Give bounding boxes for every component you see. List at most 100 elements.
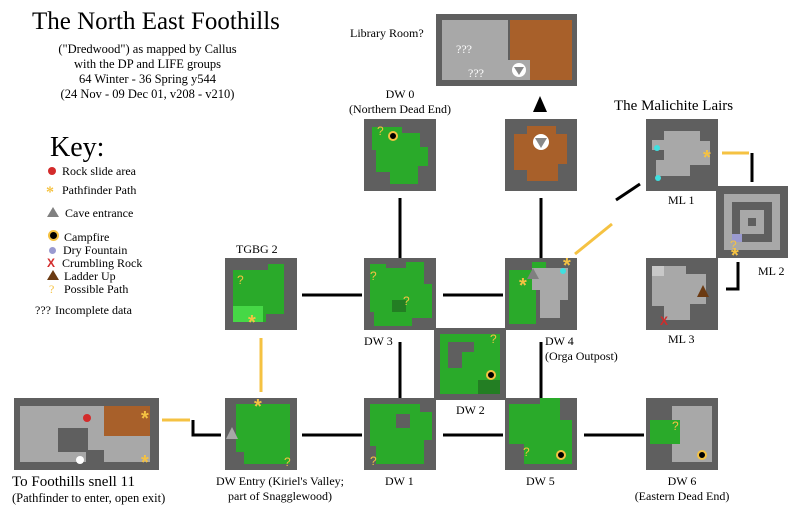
campfire-icon [48,230,59,241]
room-subname: (Orga Outpost) [545,349,618,363]
campfire-icon [697,450,707,460]
key-item: Campfire [48,230,109,245]
room-dw2[interactable] [434,328,506,400]
exit-icon [76,456,84,464]
pathfinder-star-icon: * [46,184,54,201]
room-label-dw2: DW 2 [456,403,485,417]
key-label: Crumbling Rock [62,256,143,270]
room-label-dw6: DW 6 (Eastern Dead End) [622,474,742,504]
room-connectors [191,153,754,437]
room-label-foothills: To Foothills snell 11 (Pathfinder to ent… [12,474,165,506]
key-label: Incomplete data [54,303,132,317]
room-tgbg2[interactable] [225,258,297,330]
key-item: ? Possible Path [49,282,128,297]
key-label: Pathfinder Path [62,183,137,197]
room-ml3[interactable] [646,258,718,330]
room-subname: part of Snagglewood) [228,489,332,503]
dry-fountain-icon [49,247,56,254]
pathfinder-star-icon: * [519,275,527,297]
campfire-icon [388,131,398,141]
room-label-dw4: DW 4 (Orga Outpost) [545,334,635,364]
ladder-up-icon [47,270,59,280]
room-name: To Foothills snell 11 [12,474,135,490]
crumbling-rock-icon: X [47,256,56,270]
room-label-ml1: ML 1 [668,193,695,207]
crumbling-rock-icon: X [660,314,668,328]
pathfinder-connectors [162,151,749,422]
pathfinder-star-icon: * [731,245,739,267]
room-ml2[interactable] [716,186,788,258]
rock-slide-icon [48,167,56,175]
pathfinder-star-icon: * [248,312,256,334]
possible-path-icon: ? [49,282,55,296]
room-subname: (Eastern Dead End) [634,489,730,503]
room-dw1[interactable] [364,398,436,470]
room-name: DW 0 [385,87,415,101]
campfire-icon [486,370,496,380]
key-item: * Pathfinder Path [46,183,136,202]
room-subname: (Pathfinder to enter, open exit) [12,491,166,505]
possible-path-icon: ? [730,238,737,252]
possible-path-icon: ? [403,294,410,308]
key-item: Rock slide area [48,164,136,179]
connector-dw4-ml1-black [615,182,641,202]
up-arrow-icon [533,96,547,112]
key-item: X Crumbling Rock [47,256,142,271]
possible-path-icon: ? [237,273,244,287]
room-ml1[interactable] [646,119,718,191]
possible-path-icon: ? [370,269,377,283]
key-item: ???Incomplete data [35,303,132,318]
key-heading: Key: [50,132,105,163]
cave-entrance-icon [47,207,59,217]
room-label-dw-entry: DW Entry (Kiriel's Valley; part of Snagg… [200,474,360,504]
ladder-down-icon [535,138,547,148]
room-dw3[interactable] [364,258,436,330]
key-label: Possible Path [64,282,129,296]
subtitle-line: with the DP and LIFE groups [73,57,222,71]
room-label-tgbg2: TGBG 2 [236,242,278,256]
key-label: Ladder Up [64,269,116,283]
connector-foothills-entry [191,420,221,437]
room-dw6[interactable] [646,398,718,470]
pathfinder-star-icon: * [703,147,711,169]
room-label-ml3: ML 3 [668,332,695,346]
possible-path-icon: ? [523,445,530,459]
rock-slide-icon [83,414,91,422]
room-library[interactable] [436,14,577,86]
room-dw5[interactable] [505,398,577,470]
key-label: Dry Fountain [63,243,128,257]
library-incomplete-mark: ??? [456,42,472,56]
ladder-down-icon [514,67,524,75]
possible-path-icon: ? [370,454,377,468]
pathfinder-star-icon: * [254,396,262,418]
room-label-library: Library Room? [350,26,424,40]
room-dw-entry[interactable] [225,398,297,470]
room-name: DW Entry (Kiriel's Valley; [215,474,345,488]
key-label: Rock slide area [62,164,136,178]
possible-path-icon: ? [672,419,679,433]
map-title: The North East Foothills [32,8,280,35]
room-label-dw1: DW 1 [385,474,414,488]
room-name: DW 6 [667,474,697,488]
pathfinder-star-icon: * [563,255,571,277]
room-foothills-snell-11[interactable] [14,398,159,470]
library-incomplete-mark: ??? [468,66,484,80]
possible-path-icon: ? [377,124,384,138]
subtitle-line: ("Dredwood") as mapped by Callus [58,42,237,56]
room-dw4[interactable] [505,258,577,330]
map-subtitle: ("Dredwood") as mapped by Callus with th… [40,42,255,102]
key-label: Cave entrance [65,206,134,220]
malichite-lairs-heading: The Malichite Lairs [614,98,734,114]
room-name: DW 4 [545,334,574,348]
campfire-icon [556,450,566,460]
pathfinder-star-icon: * [141,452,149,474]
room-label-dw3: DW 3 [364,334,393,348]
possible-path-icon: ? [490,332,497,346]
room-subname: (Northern Dead End) [349,102,451,116]
room-dw0[interactable] [364,119,436,191]
room-dw4-upper[interactable] [505,119,577,191]
subtitle-line: 64 Winter - 36 Spring y544 [78,72,217,86]
cave-entrance-icon [527,268,539,279]
cave-entrance-icon [226,427,238,439]
